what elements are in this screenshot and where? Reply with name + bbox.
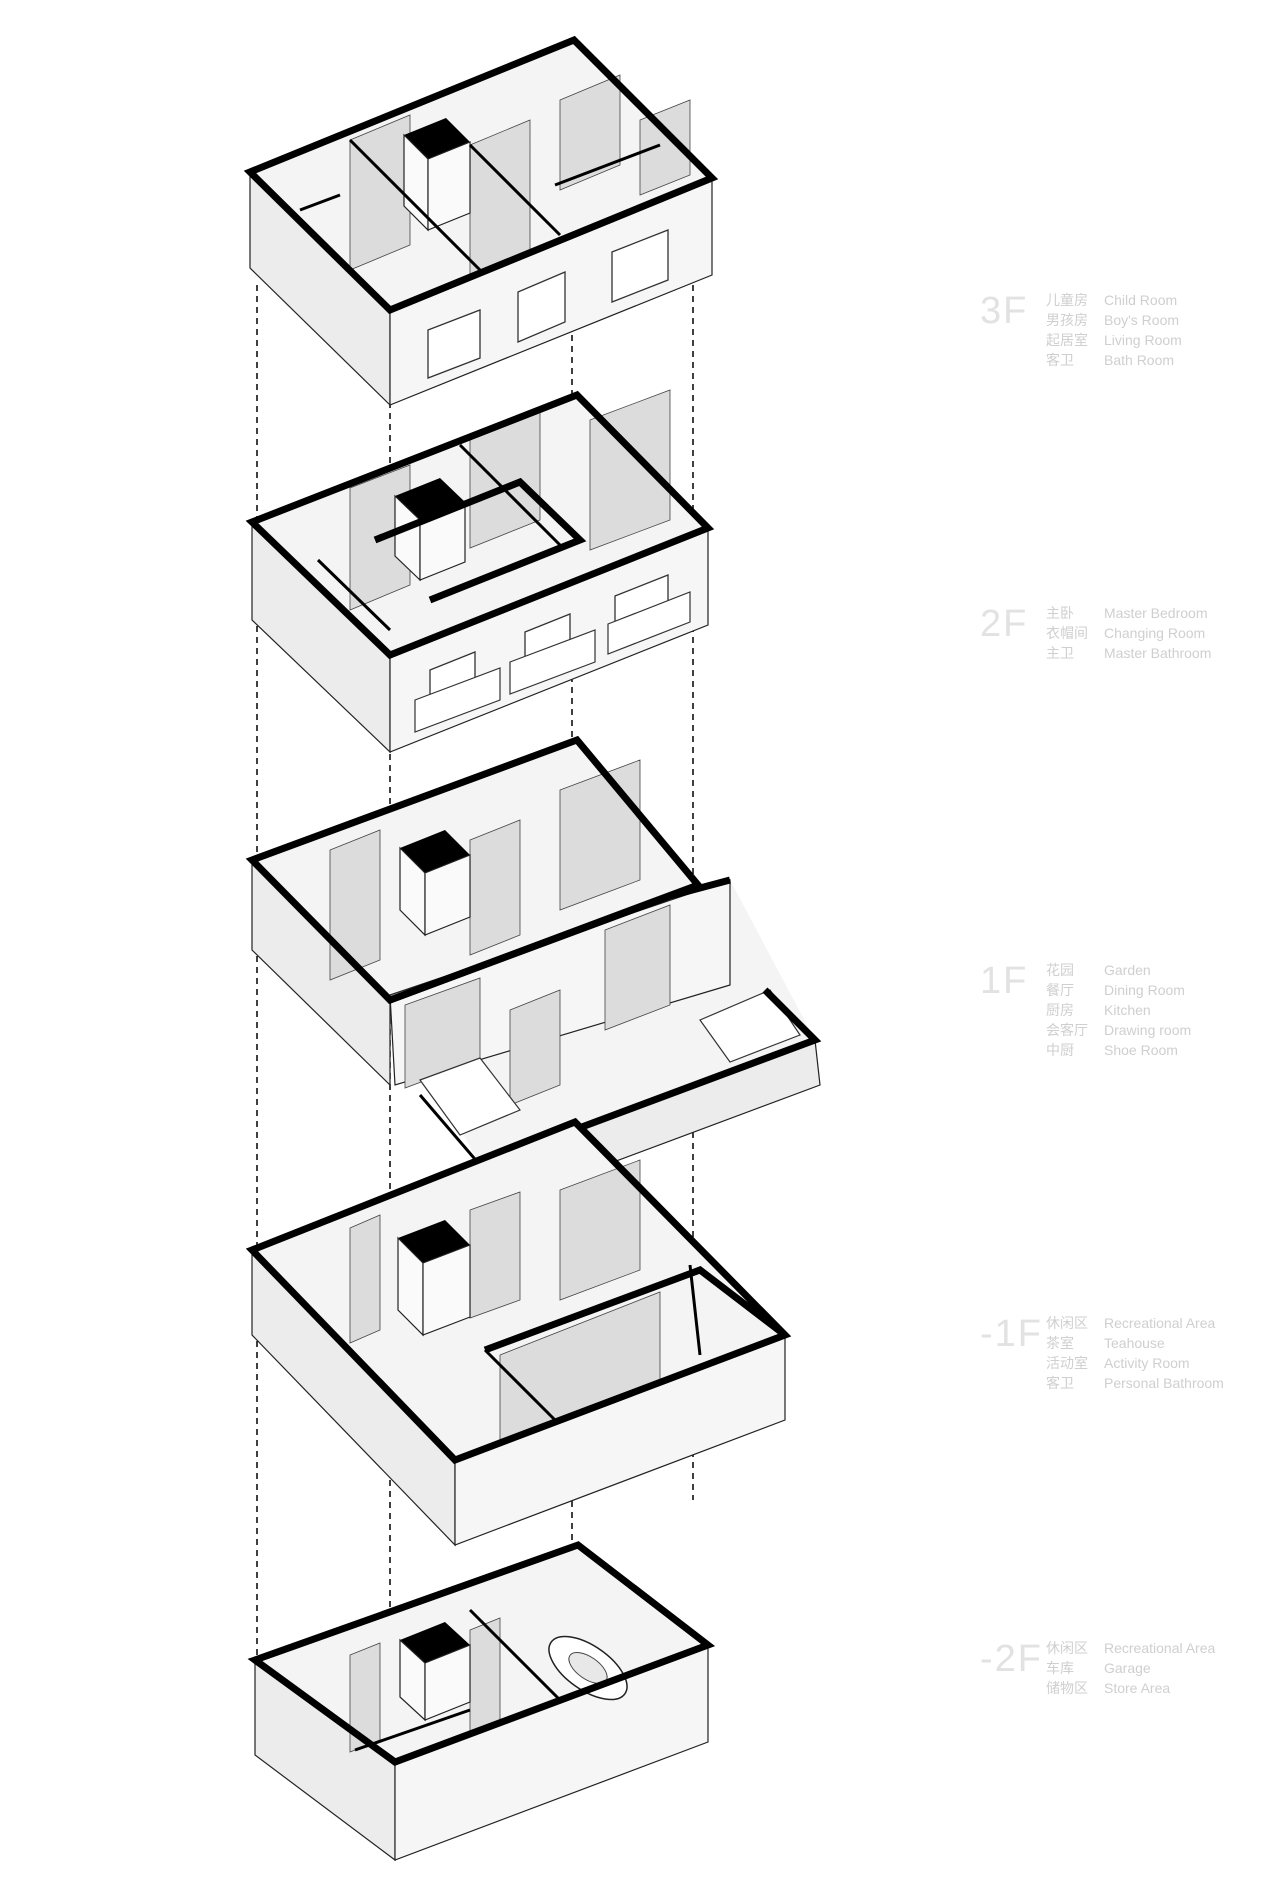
- level-label: 1F: [980, 960, 1029, 1002]
- level-1f-block: [245, 735, 822, 1211]
- level-3f-block: [243, 35, 719, 407]
- level-label: -1F: [980, 1313, 1043, 1355]
- level-label: -2F: [980, 1638, 1043, 1680]
- level-label: 3F: [980, 290, 1029, 332]
- level-b1-block: [245, 1117, 792, 1547]
- level-label: 2F: [980, 603, 1029, 645]
- level-2f-block: [245, 389, 715, 754]
- level-b2-block: [247, 1541, 716, 1862]
